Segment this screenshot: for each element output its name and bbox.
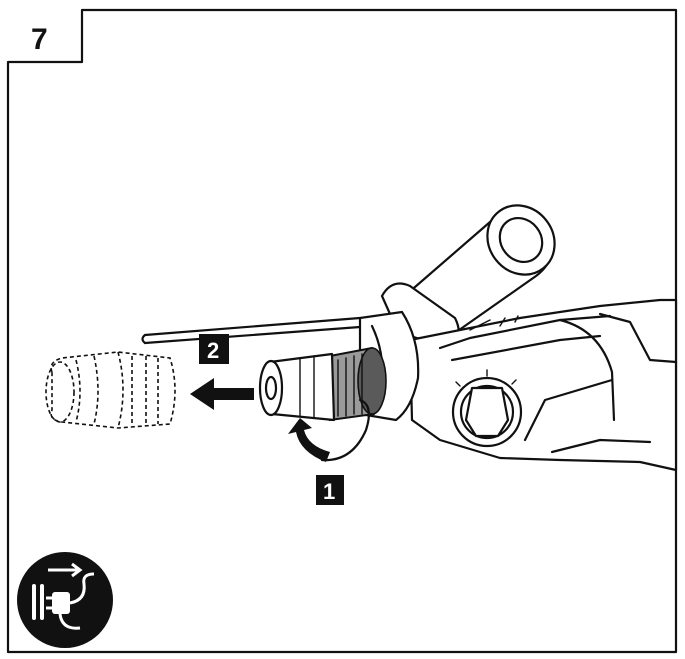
arrow-left-icon xyxy=(190,378,254,410)
step-number: 7 xyxy=(31,23,48,56)
rotation-band xyxy=(318,398,371,462)
depth-rod xyxy=(141,316,362,345)
drill-body xyxy=(408,298,678,472)
svg-text:1: 1 xyxy=(323,479,335,504)
svg-text:2: 2 xyxy=(207,338,219,363)
side-handle xyxy=(380,204,556,350)
figure-frame xyxy=(6,8,678,654)
callout-1: 1 xyxy=(316,475,344,505)
chuck-sleeve xyxy=(329,346,387,422)
rotate-arrow-icon xyxy=(288,418,330,462)
removed-chuck-dashed xyxy=(45,351,176,429)
drill-chuck xyxy=(258,352,336,422)
unplug-power-icon xyxy=(17,552,113,648)
callout-2: 2 xyxy=(199,334,229,364)
